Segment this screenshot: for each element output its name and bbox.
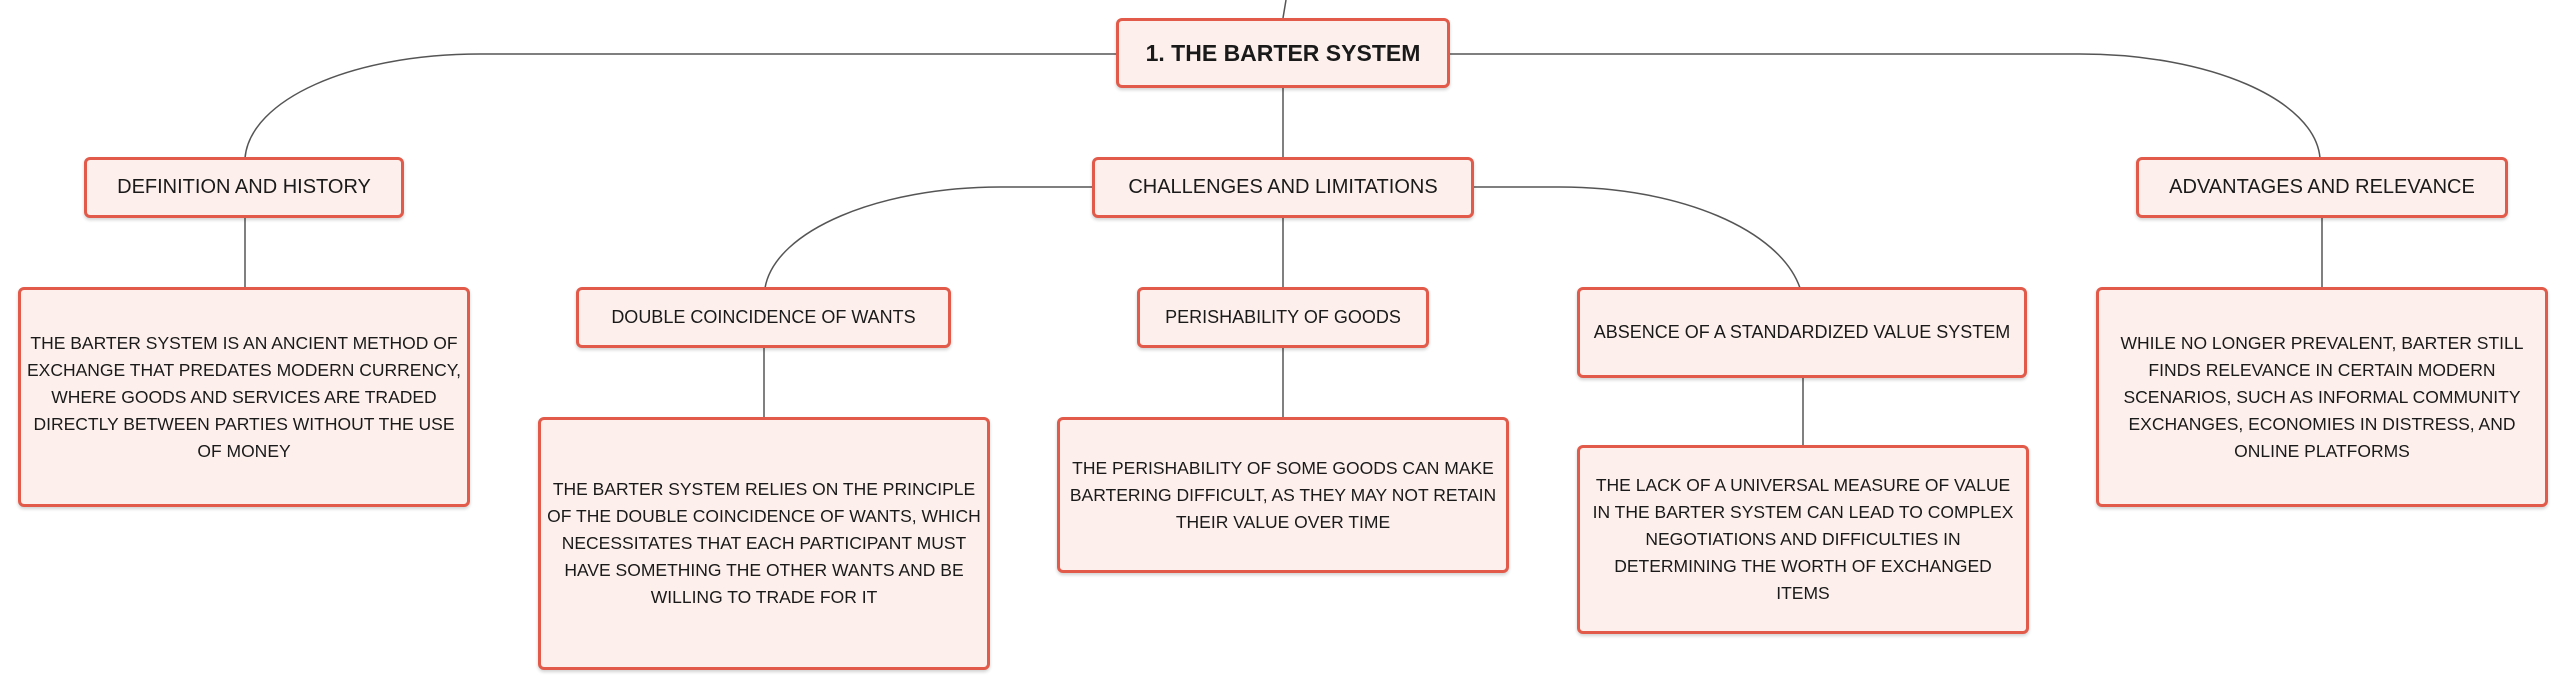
advantages-relevance-label: ADVANTAGES AND RELEVANCE — [2169, 176, 2475, 198]
double-coincidence-description-node[interactable]: THE BARTER SYSTEM RELIES ON THE PRINCIPL… — [538, 417, 990, 670]
definition-history-node[interactable]: DEFINITION AND HISTORY — [84, 157, 404, 218]
double-coincidence-node[interactable]: DOUBLE COINCIDENCE OF WANTS — [576, 287, 951, 348]
perishability-node[interactable]: PERISHABILITY OF GOODS — [1137, 287, 1429, 348]
advantages-description-text: WHILE NO LONGER PREVALENT, BARTER STILL … — [2120, 332, 2524, 461]
absence-standard-value-node[interactable]: ABSENCE OF A STANDARDIZED VALUE SYSTEM — [1577, 287, 2027, 378]
challenges-limitations-label: CHALLENGES AND LIMITATIONS — [1128, 176, 1438, 198]
double-coincidence-description-text: THE BARTER SYSTEM RELIES ON THE PRINCIPL… — [547, 479, 981, 607]
connector-challenges-absence — [1472, 186, 1801, 289]
definition-description-text: THE BARTER SYSTEM IS AN ANCIENT METHOD O… — [27, 332, 462, 461]
connector-root-definition — [244, 53, 1118, 159]
connector-parent-root — [1282, 0, 1287, 19]
connector-root-advantages — [1450, 53, 2321, 159]
definition-description-node[interactable]: THE BARTER SYSTEM IS AN ANCIENT METHOD O… — [18, 287, 470, 507]
root-node-label: 1. THE BARTER SYSTEM — [1145, 39, 1421, 66]
root-node[interactable]: 1. THE BARTER SYSTEM — [1116, 18, 1450, 88]
definition-history-label: DEFINITION AND HISTORY — [117, 176, 371, 198]
perishability-description-text: THE PERISHABILITY OF SOME GOODS CAN MAKE… — [1069, 457, 1497, 532]
perishability-description-node[interactable]: THE PERISHABILITY OF SOME GOODS CAN MAKE… — [1057, 417, 1509, 573]
perishability-label: PERISHABILITY OF GOODS — [1165, 307, 1401, 327]
advantages-description-node[interactable]: WHILE NO LONGER PREVALENT, BARTER STILL … — [2096, 287, 2548, 507]
double-coincidence-label: DOUBLE COINCIDENCE OF WANTS — [611, 307, 916, 327]
advantages-relevance-node[interactable]: ADVANTAGES AND RELEVANCE — [2136, 157, 2508, 218]
absence-standard-value-label: ABSENCE OF A STANDARDIZED VALUE SYSTEM — [1593, 322, 2011, 342]
connector-challenges-double — [764, 186, 1094, 289]
absence-standard-value-description-text: THE LACK OF A UNIVERSAL MEASURE OF VALUE… — [1592, 475, 2014, 603]
absence-standard-value-description-node[interactable]: THE LACK OF A UNIVERSAL MEASURE OF VALUE… — [1577, 445, 2029, 634]
challenges-limitations-node[interactable]: CHALLENGES AND LIMITATIONS — [1092, 157, 1474, 218]
